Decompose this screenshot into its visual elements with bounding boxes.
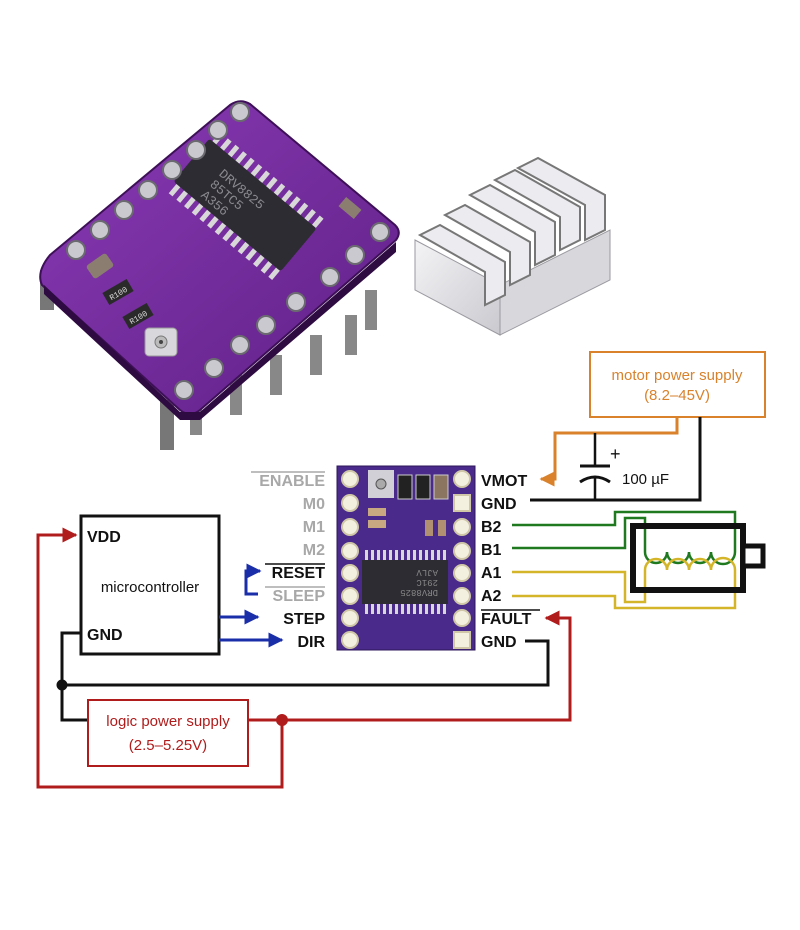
motor-gnd-wire [530,417,702,502]
potentiometer[interactable] [144,327,178,357]
vmot-wire [539,417,679,487]
pin-a2: A2 [481,588,502,605]
logic-power-wires [36,527,572,789]
stepper-motor-symbol [630,523,766,593]
heatsink-photo [414,156,611,336]
motor-supply-voltage: (8.2–45V) [644,387,710,404]
logic-supply-label: logic power supply [106,713,230,730]
microcontroller-box: VDD microcontroller GND [79,514,221,656]
pin-gnd-logic: GND [481,634,517,651]
motor-power-supply: motor power supply (8.2–45V) [589,351,766,418]
motor-supply-label: motor power supply [612,367,743,384]
pin-a1: A1 [481,565,502,582]
pin-b1: B1 [481,542,502,559]
capacitor-value: 100 µF [622,471,669,488]
capacitor-symbol: + 100 µF [579,433,669,500]
coil-a [643,556,737,571]
pin-dir: DIR [297,634,325,651]
right-pin-labels: VMOT GND B2 B1 A1 A2 FAULT GND [481,473,540,651]
pin-m1: M1 [303,519,325,536]
smd-capacitor [86,253,114,279]
pin-vmot: VMOT [481,473,527,490]
driver-module-photo: DRV8825 85TC5 A356 R100 R100 [39,100,400,450]
pin-b2: B2 [481,519,502,536]
smd-part [338,196,362,220]
capacitor-polarity: + [610,444,621,464]
signal-wires [219,563,284,648]
board-pin-pads [341,470,471,649]
left-pin-labels: ENABLE M0 M1 M2 RESET SLEEP STEP DIR [251,471,326,651]
pin-step: STEP [283,611,325,628]
logic-ground-wire [56,631,550,722]
drv8825-chip: DRV8825 85TC5 A356 [168,131,324,280]
logic-power-supply: logic power supply (2.5–5.25V) [87,699,249,767]
pin-fault: FAULT [481,611,532,628]
pin-m0: M0 [303,496,325,513]
mcu-vdd-label: VDD [87,529,121,546]
pin-enable: ENABLE [259,473,325,490]
mcu-title: microcontroller [101,579,199,596]
solder-pads [66,102,390,400]
pin-sleep: SLEEP [273,588,326,605]
pin-m2: M2 [303,542,325,559]
driver-board: DRV8825 291C AJLV [336,465,476,651]
pin-reset: RESET [272,565,326,582]
mcu-gnd-label: GND [87,627,123,644]
board-drv8825-chip: DRV8825 291C AJLV [362,550,448,614]
svg-text:DRV8825: DRV8825 [400,587,438,597]
logic-supply-voltage: (2.5–5.25V) [129,737,207,754]
svg-text:291C: 291C [416,577,438,587]
pin-gnd-motor: GND [481,496,517,513]
pcb-board [39,100,400,415]
svg-text:AJLV: AJLV [416,567,438,577]
